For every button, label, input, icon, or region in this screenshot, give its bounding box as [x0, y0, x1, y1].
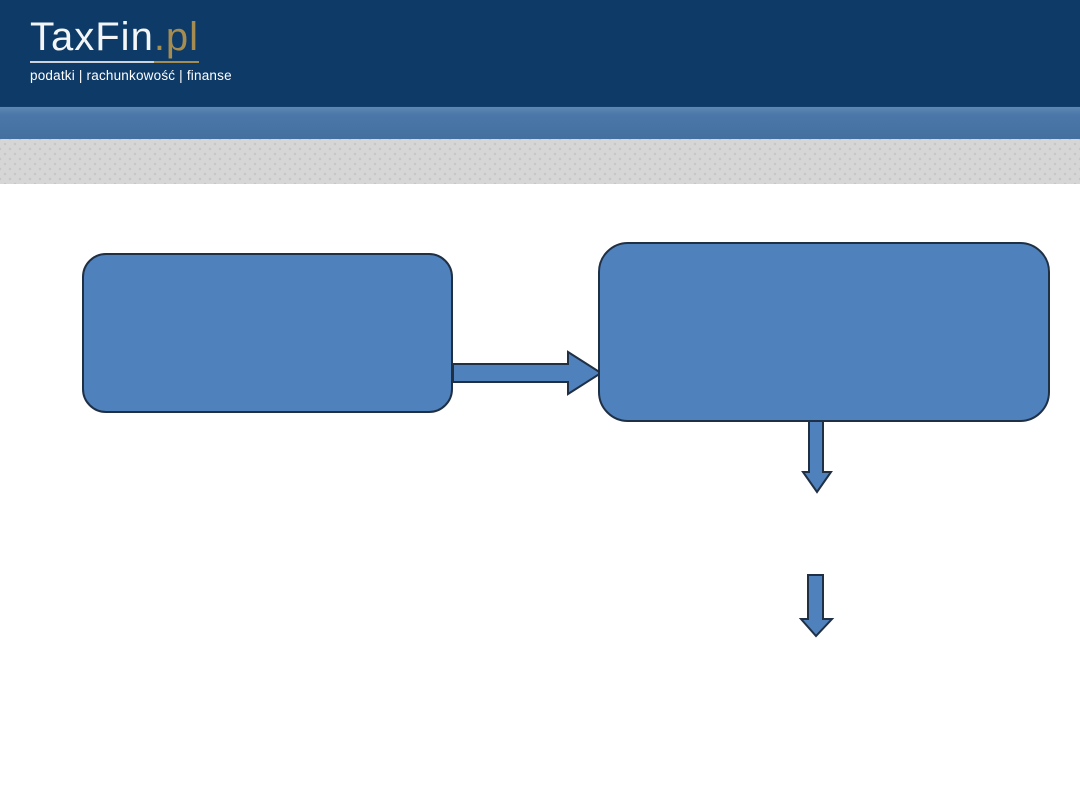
brand-tagline: podatki | rachunkowość | finanse [30, 68, 232, 83]
brand-name: TaxFin [30, 16, 154, 63]
accent-band-gray-dotted [0, 139, 1080, 184]
flow-box-left [82, 253, 453, 413]
down-arrow-2 [798, 574, 835, 638]
brand-suffix: .pl [153, 16, 200, 63]
brand-logo: TaxFin.pl podatki | rachunkowość | finan… [30, 16, 232, 83]
flow-box-right [598, 242, 1050, 422]
down-arrow-1 [801, 420, 833, 494]
header-band: TaxFin.pl podatki | rachunkowość | finan… [0, 0, 1080, 106]
right-arrow [452, 350, 603, 396]
brand-logo-text: TaxFin.pl [30, 16, 232, 63]
accent-band-blue [0, 106, 1080, 139]
